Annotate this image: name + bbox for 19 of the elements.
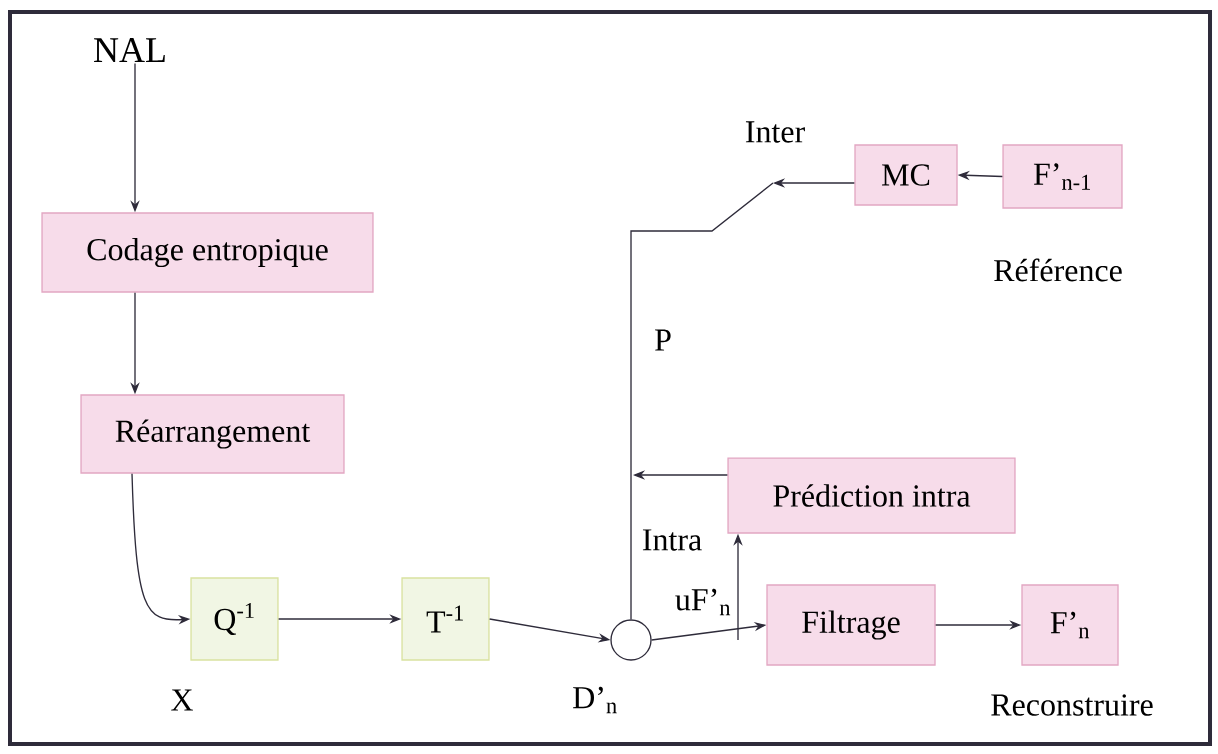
signal-label: Intra <box>642 529 702 551</box>
signal-label: X <box>171 689 193 711</box>
process-box: Q$^{-1}$ <box>190 577 279 661</box>
signal-label: Référence <box>994 258 1122 282</box>
signal-label: Inter <box>745 121 805 143</box>
signal-label: D’$_{n}$ <box>573 686 617 714</box>
signal-label: P <box>655 329 671 351</box>
summing-circle <box>610 619 652 661</box>
process-box: Filtrage <box>766 584 936 666</box>
process-box: Codage entropique <box>41 212 374 293</box>
process-box: F’$_{n}$ <box>1021 584 1119 666</box>
signal-label: Reconstruire <box>991 694 1153 716</box>
process-box: Prédiction intra <box>727 457 1016 534</box>
input-label: NAL <box>94 38 165 62</box>
process-box: T$^{-1}$ <box>401 577 490 661</box>
process-box: Réarrangement <box>80 394 345 474</box>
process-box: F’$_{n-1}$ <box>1002 144 1123 209</box>
process-box: MC <box>854 144 958 206</box>
edge-label: uF’$_{n}$ <box>673 587 733 617</box>
